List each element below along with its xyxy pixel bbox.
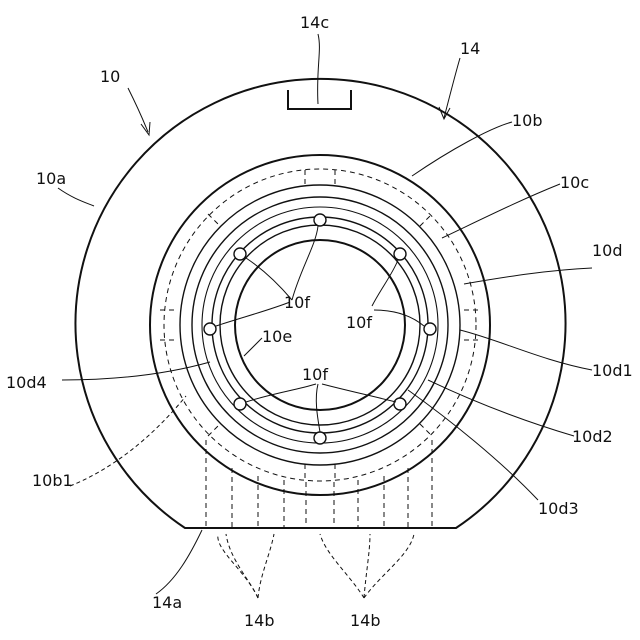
hole-lower-right <box>394 398 406 410</box>
ring-10d1 <box>192 197 448 453</box>
outer-body-outline <box>75 79 565 528</box>
label-10d2: 10d2 <box>572 427 613 446</box>
label-10b1: 10b1 <box>32 471 73 490</box>
bore-10e <box>235 240 405 410</box>
label-10e: 10e <box>262 327 292 346</box>
hole-lower-left <box>234 398 246 410</box>
label-14a: 14a <box>152 593 182 612</box>
label-10: 10 <box>100 67 120 86</box>
hole-left <box>204 323 216 335</box>
top-notch-14c <box>288 90 351 109</box>
label-14c: 14c <box>300 13 329 32</box>
label-14b-left: 14b <box>244 611 275 630</box>
hole-right <box>424 323 436 335</box>
label-10f-left: 10f <box>284 293 310 312</box>
ring-10c <box>180 185 460 465</box>
label-10b: 10b <box>512 111 543 130</box>
label-10f-bottom: 10f <box>302 365 328 384</box>
hole-top <box>314 214 326 226</box>
label-10d1: 10d1 <box>592 361 633 380</box>
hole-bottom <box>314 432 326 444</box>
label-10c: 10c <box>560 173 589 192</box>
label-10d4: 10d4 <box>6 373 47 392</box>
label-14: 14 <box>460 39 480 58</box>
hole-upper-right <box>394 248 406 260</box>
ring-10d4 <box>220 225 420 425</box>
label-10a: 10a <box>36 169 66 188</box>
label-10d: 10d <box>592 241 623 260</box>
label-10f-right: 10f <box>346 313 372 332</box>
label-10d3: 10d3 <box>538 499 579 518</box>
hole-upper-left <box>234 248 246 260</box>
labels: 10 14 14c 10a 10b 10c 10d 10f 10f 10f 10… <box>6 13 633 630</box>
label-14b-right: 14b <box>350 611 381 630</box>
